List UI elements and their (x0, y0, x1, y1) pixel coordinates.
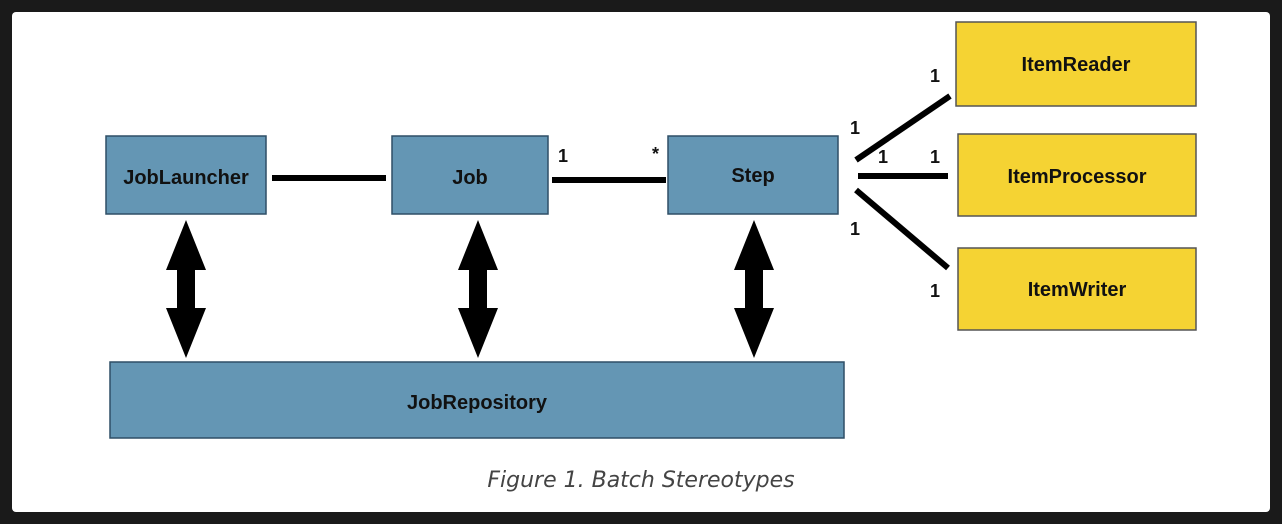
step-processor-multiplicity: 1 (878, 147, 888, 167)
job-repository-box: JobRepository (109, 361, 845, 439)
item-writer-box: ItemWriter (957, 247, 1197, 331)
job-repository-arrow (458, 220, 498, 358)
step-reader-multiplicity: 1 (850, 118, 860, 138)
job-box: Job (391, 135, 549, 215)
reader-multiplicity: 1 (930, 66, 940, 86)
job-repository-label: JobRepository (407, 392, 548, 414)
item-processor-label: ItemProcessor (1008, 166, 1147, 188)
job-label: Job (452, 167, 488, 189)
job-launcher-label: JobLauncher (123, 167, 249, 189)
step-multiplicity: * (652, 144, 659, 164)
step-writer-multiplicity: 1 (850, 219, 860, 239)
step-label: Step (731, 165, 774, 187)
step-writer-connector (854, 187, 950, 271)
step-repository-arrow (734, 220, 774, 358)
step-reader-connector (854, 93, 952, 163)
item-reader-label: ItemReader (1022, 54, 1131, 76)
step-box: Step (667, 135, 839, 215)
item-reader-box: ItemReader (955, 21, 1197, 107)
job-launcher-box: JobLauncher (105, 135, 267, 215)
job-multiplicity: 1 (558, 146, 568, 166)
figure-caption: Figure 1. Batch Stereotypes (487, 468, 795, 493)
writer-multiplicity: 1 (930, 281, 940, 301)
item-processor-box: ItemProcessor (957, 133, 1197, 217)
launcher-repository-arrow (166, 220, 206, 358)
processor-multiplicity: 1 (930, 147, 940, 167)
item-writer-label: ItemWriter (1028, 279, 1127, 301)
